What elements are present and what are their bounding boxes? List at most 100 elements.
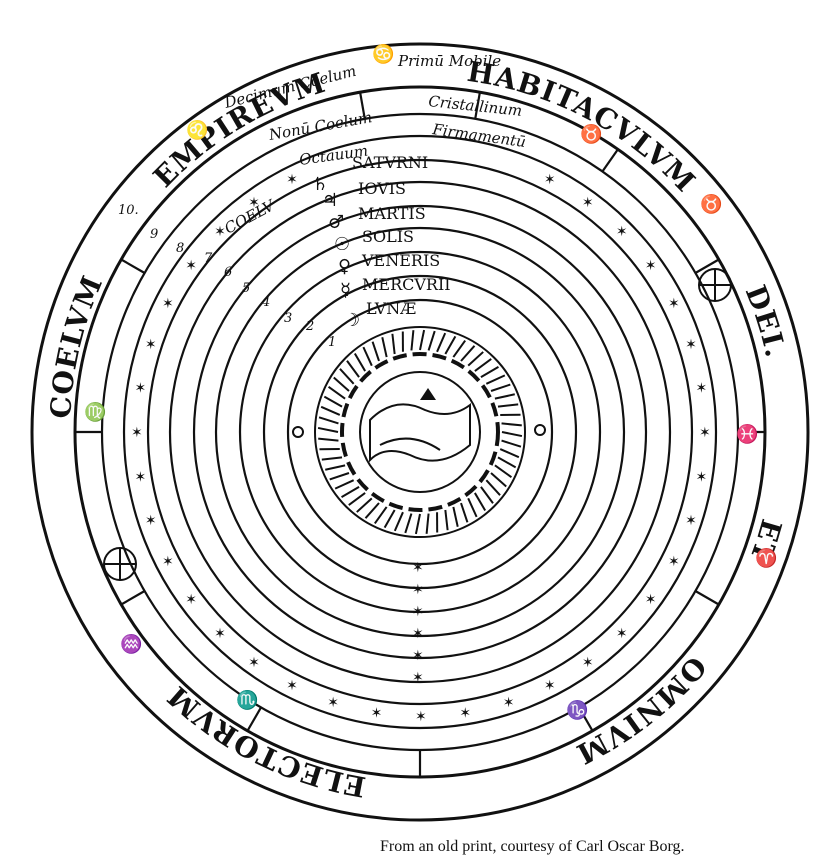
sphere-ring bbox=[238, 250, 602, 614]
star-icon: ✶ bbox=[582, 195, 594, 211]
flame-stroke bbox=[444, 509, 449, 531]
flame-stroke bbox=[339, 368, 355, 385]
sphere-ring bbox=[30, 42, 810, 822]
flame-stroke bbox=[317, 426, 339, 433]
flame-stroke bbox=[494, 393, 515, 400]
star-icon: ✶ bbox=[185, 258, 197, 274]
star-icon: ✶ bbox=[616, 224, 628, 240]
star-icon: ✶ bbox=[696, 469, 708, 485]
star-icon: ✶ bbox=[134, 469, 146, 485]
star-icon: ✶ bbox=[327, 695, 339, 711]
label-lunae: LVNÆ bbox=[366, 299, 416, 318]
zodiac-sign-icon: ♋ bbox=[372, 43, 394, 65]
flame-stroke bbox=[501, 431, 523, 438]
flame-stroke bbox=[474, 492, 487, 511]
star-icon: ✶ bbox=[645, 258, 657, 274]
star-icon: ✶ bbox=[134, 381, 146, 397]
sphere-number-8: 8 bbox=[176, 241, 184, 256]
sphere-number-10: 10. bbox=[118, 203, 139, 218]
flame-stroke bbox=[341, 486, 360, 499]
outer-label-coelum: COELVM bbox=[44, 271, 109, 420]
sun-symbol-icon: ☉ bbox=[334, 234, 350, 255]
flame-stroke bbox=[362, 346, 373, 367]
label-mercurii: MERCVRII bbox=[362, 275, 451, 294]
zodiac-sign-icon: ♍ bbox=[84, 401, 106, 423]
flame-stroke bbox=[436, 332, 447, 353]
star-icon: ✶ bbox=[668, 296, 680, 312]
star-icon: ✶ bbox=[668, 554, 680, 570]
flame-stroke bbox=[501, 422, 522, 427]
flame-stroke bbox=[333, 376, 350, 392]
flame-stroke bbox=[325, 464, 346, 471]
star-icon: ✶ bbox=[214, 626, 226, 642]
star-icon: ✶ bbox=[685, 337, 697, 353]
jupiter-symbol-icon: ♃ bbox=[322, 190, 338, 211]
band-divider bbox=[578, 706, 594, 732]
star-icon: ✶ bbox=[582, 655, 594, 671]
flame-stroke bbox=[391, 333, 396, 355]
band-divider bbox=[120, 590, 146, 606]
flame-stroke bbox=[320, 405, 341, 416]
flame-stroke bbox=[485, 374, 506, 385]
band-divider bbox=[120, 258, 146, 274]
flame-stroke bbox=[410, 330, 415, 351]
flame-stroke bbox=[499, 448, 520, 459]
small-marker-icon bbox=[292, 426, 304, 438]
star-icon: ✶ bbox=[412, 648, 424, 664]
flame-stroke bbox=[460, 345, 476, 362]
star-icon: ✶ bbox=[459, 706, 471, 722]
sphere-number-3: 3 bbox=[284, 311, 292, 326]
flame-stroke bbox=[497, 456, 517, 469]
star-icon: ✶ bbox=[685, 513, 697, 529]
label-martis: MARTIS bbox=[358, 204, 426, 223]
flame-stroke bbox=[364, 502, 380, 519]
flame-stroke bbox=[501, 439, 522, 448]
star-icon: ✶ bbox=[544, 678, 556, 694]
zodiac-sign-icon: ♌ bbox=[186, 119, 208, 141]
sphere-number-4: 4 bbox=[261, 295, 270, 310]
earth-globe bbox=[314, 326, 526, 538]
sphere-ring bbox=[214, 226, 626, 638]
star-icon: ✶ bbox=[412, 560, 424, 576]
flame-stroke bbox=[404, 513, 413, 534]
flame-stroke bbox=[490, 383, 511, 392]
fire-sphere bbox=[317, 329, 523, 535]
star-icon: ✶ bbox=[412, 670, 424, 686]
star-icon: ✶ bbox=[696, 381, 708, 397]
sphere-ring bbox=[146, 158, 694, 706]
sphere-ring bbox=[192, 204, 648, 660]
flame-stroke bbox=[348, 492, 366, 506]
flame-stroke bbox=[318, 437, 339, 442]
small-marker-icon bbox=[534, 424, 546, 436]
zodiac-sign-icon: ♈ bbox=[755, 547, 777, 569]
saturn-symbol-icon: ♄ bbox=[312, 174, 328, 195]
compass-rose-icon bbox=[103, 547, 137, 581]
zodiac-sign-icon: ♒ bbox=[120, 633, 142, 655]
compass-rose-icon bbox=[698, 268, 732, 302]
band-dividers bbox=[75, 92, 765, 777]
band-divider bbox=[601, 148, 619, 173]
star-icon: ✶ bbox=[544, 172, 556, 188]
flame-stroke bbox=[353, 353, 366, 372]
sphere-number-2: 2 bbox=[305, 319, 314, 334]
flame-stroke bbox=[383, 509, 396, 529]
flame-stroke bbox=[419, 329, 426, 351]
sphere-ring bbox=[262, 274, 578, 590]
flame-stroke bbox=[374, 506, 388, 525]
firmament-stars: ✶✶✶✶✶✶✶✶✶✶✶✶✶✶✶✶✶✶✶✶✶✶✶✶✶✶✶✶✶✶✶✶✶✶✶✶✶✶✶✶… bbox=[131, 172, 711, 725]
flame-stroke bbox=[318, 416, 339, 425]
band-divider bbox=[359, 92, 366, 120]
sphere-number-9: 9 bbox=[150, 227, 158, 242]
sphere-rings bbox=[30, 42, 810, 822]
star-icon: ✶ bbox=[145, 337, 157, 353]
star-icon: ✶ bbox=[699, 425, 711, 441]
flame-stroke bbox=[480, 486, 494, 504]
star-icon: ✶ bbox=[412, 626, 424, 642]
caption: From an old print, courtesy of Carl Osca… bbox=[380, 838, 685, 855]
flame-stroke bbox=[444, 335, 457, 355]
moon-symbol-icon: ☽ bbox=[344, 310, 360, 331]
flame-stroke bbox=[371, 341, 380, 362]
sphere-number-7: 7 bbox=[204, 251, 213, 266]
star-icon: ✶ bbox=[162, 554, 174, 570]
star-icon: ✶ bbox=[185, 592, 197, 608]
